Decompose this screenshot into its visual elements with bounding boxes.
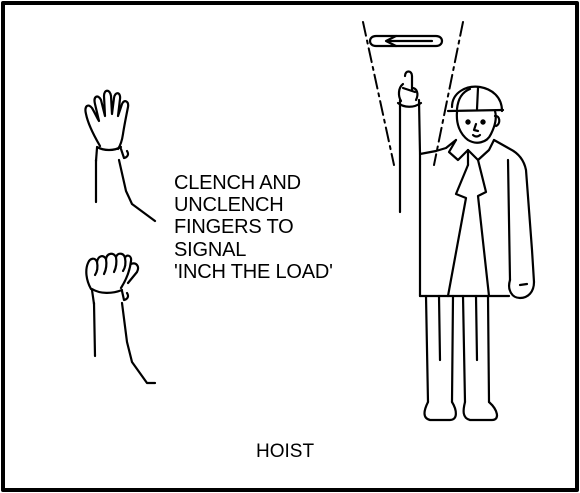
signalman-figure-icon bbox=[398, 72, 534, 421]
signal-instruction-text: CLENCH AND UNCLENCH FINGERS TO SIGNAL 'I… bbox=[174, 172, 384, 283]
rotation-arrow-icon bbox=[363, 22, 463, 165]
instruction-line-5: 'INCH THE LOAD' bbox=[174, 261, 384, 283]
open-hand-icon bbox=[85, 91, 155, 221]
instruction-line-2: UNCLENCH bbox=[174, 194, 384, 216]
signal-caption: HOIST bbox=[256, 441, 314, 463]
instruction-line-1: CLENCH AND bbox=[174, 172, 384, 194]
instruction-line-3: FINGERS TO bbox=[174, 216, 384, 238]
clenched-hand-icon bbox=[86, 254, 155, 383]
instruction-line-4: SIGNAL bbox=[174, 239, 384, 261]
